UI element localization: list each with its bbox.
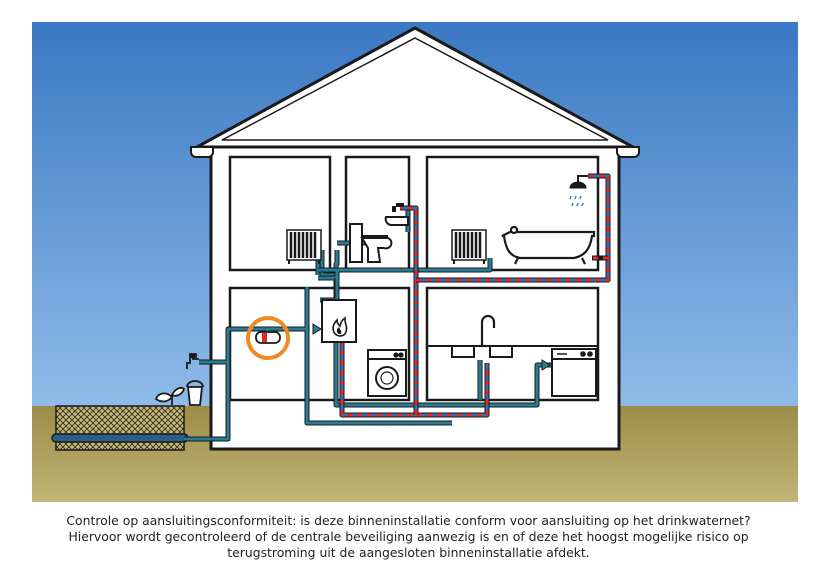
main-bed — [55, 405, 185, 451]
roof-inner — [221, 37, 609, 141]
kitchen-tap-icon — [479, 314, 496, 348]
dishwasher-icon — [551, 348, 597, 397]
tap-icon — [186, 353, 199, 369]
bathtub-icon — [501, 225, 596, 265]
radiator-icon — [286, 229, 322, 264]
radiator-icon — [451, 229, 487, 264]
house-water-installation-diagram — [32, 22, 798, 502]
gutter-left — [190, 146, 214, 158]
flow-arrows — [312, 323, 551, 371]
toilet-icon — [349, 223, 393, 263]
caption-line-2: Hiervoor wordt gecontroleerd of de centr… — [68, 529, 749, 544]
roof — [195, 26, 635, 149]
caption-line-1: Controle op aansluitingsconformiteit: is… — [66, 513, 751, 528]
bucket-icon — [186, 380, 204, 406]
tap-icon — [392, 203, 404, 212]
gutter-right — [616, 146, 640, 158]
washbasin-icon — [384, 216, 409, 226]
caption-line-3: terugstroming uit de aangesloten binneni… — [227, 545, 590, 560]
caption: Controle op aansluitingsconformiteit: is… — [0, 513, 817, 561]
hot-water-pipes — [339, 173, 611, 418]
shower-icon — [569, 175, 588, 207]
water-main — [51, 405, 189, 451]
main-pipe — [51, 433, 189, 443]
kitchen-counter — [428, 345, 597, 358]
backflow-preventer-icon — [246, 316, 290, 360]
washing-machine-icon — [367, 349, 407, 397]
boiler-icon — [321, 299, 357, 343]
central-protection-highlight — [246, 316, 290, 360]
plant-icon — [154, 387, 186, 405]
